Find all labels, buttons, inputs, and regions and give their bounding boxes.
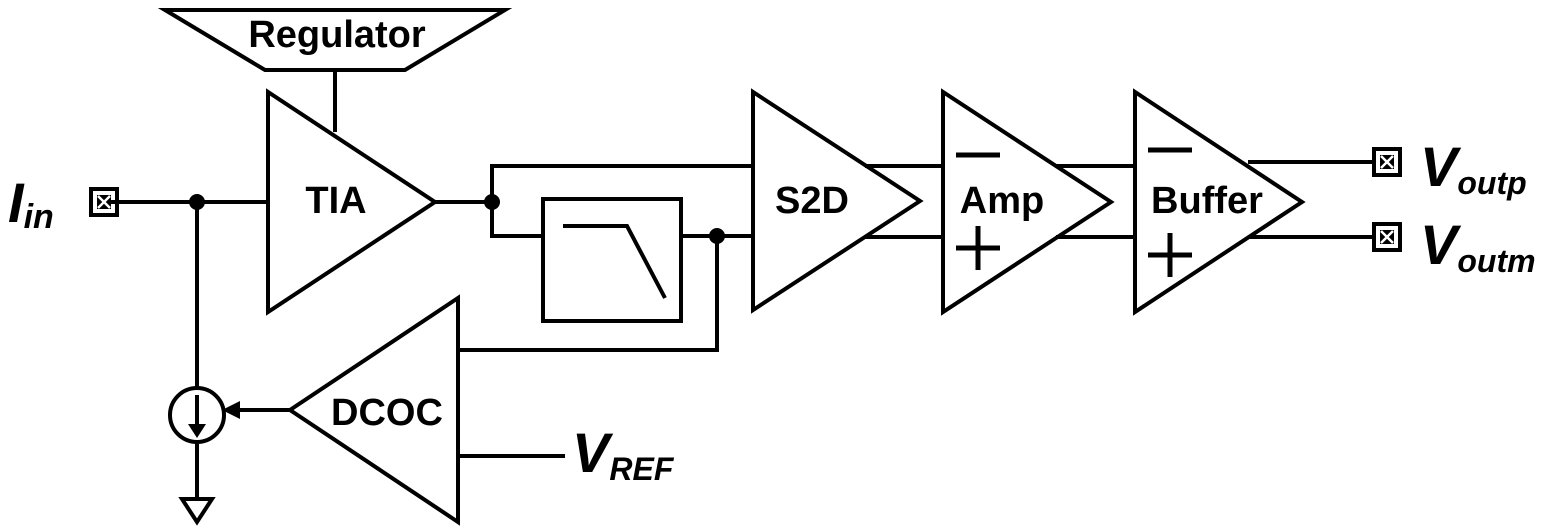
s2d-block xyxy=(751,88,924,314)
vref-label: VREF xyxy=(572,421,675,487)
ground-symbol xyxy=(178,497,216,526)
voutp-label: Voutp xyxy=(1420,135,1527,201)
voutm-label-sub: outm xyxy=(1457,243,1535,279)
amp-block xyxy=(941,88,1115,316)
lowpass-filter-block xyxy=(541,197,683,323)
voutp-pad xyxy=(1372,147,1402,177)
s2d-label: S2D xyxy=(775,180,849,222)
vref-label-sub: REF xyxy=(609,451,674,487)
amp-plus-sign xyxy=(956,226,1000,270)
tia-output-junction-dot xyxy=(484,194,500,210)
iin-pad xyxy=(89,187,119,217)
voutm-pad xyxy=(1372,222,1402,252)
input-junction-dot xyxy=(189,194,205,210)
iin-label-sub: in xyxy=(24,198,54,236)
voutm-label-main: V xyxy=(1420,213,1462,276)
lowpass-filter-icon xyxy=(563,224,667,299)
wire-to-filter xyxy=(490,202,543,238)
amp-label: Amp xyxy=(960,180,1044,222)
voutp-label-main: V xyxy=(1420,135,1462,198)
buffer-block xyxy=(1133,88,1306,316)
tia-label: TIA xyxy=(305,180,366,222)
iin-label: Iin xyxy=(8,171,54,236)
dcoc-feedback-wire xyxy=(458,236,719,352)
current-source-arrowhead xyxy=(188,424,206,438)
regulator-block xyxy=(157,7,513,72)
vref-label-main: V xyxy=(572,421,614,484)
dcoc-label: DCOC xyxy=(331,392,443,434)
voutm-label: Voutm xyxy=(1420,213,1536,279)
filter-output-junction-dot xyxy=(709,228,725,244)
buffer-label: Buffer xyxy=(1151,180,1263,222)
dcoc-output-arrowhead xyxy=(222,401,240,419)
voutp-label-sub: outp xyxy=(1457,165,1526,201)
dcoc-block xyxy=(286,294,460,526)
buffer-plus-sign xyxy=(1148,233,1192,277)
regulator-label: Regulator xyxy=(248,14,426,56)
iin-label-main: I xyxy=(8,171,25,234)
bypass-wire-to-s2d xyxy=(490,164,753,202)
